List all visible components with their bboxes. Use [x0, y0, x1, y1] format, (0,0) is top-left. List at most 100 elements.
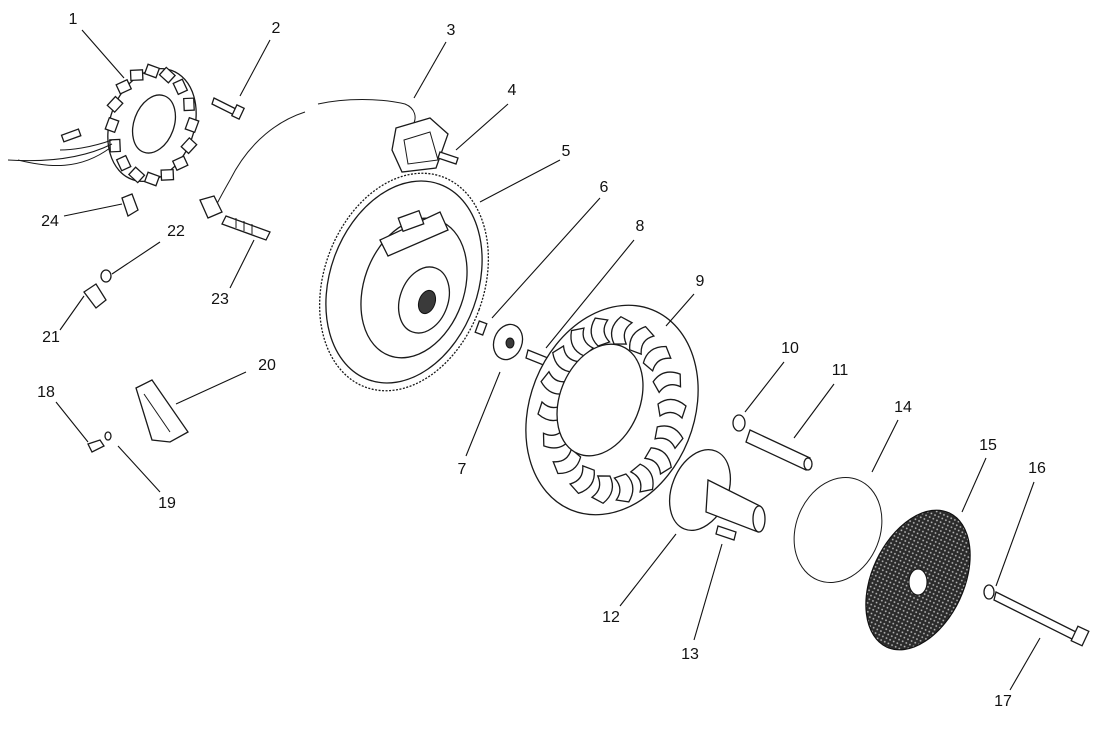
leader-5	[479, 159, 561, 203]
flywheel-part	[318, 172, 490, 392]
washer-part-16	[983, 584, 995, 600]
stator-tooth	[180, 136, 198, 155]
callout-9: 9	[696, 273, 705, 290]
callout-12: 12	[602, 609, 620, 626]
stator-tooth	[104, 116, 120, 134]
screw-part-4	[437, 151, 459, 165]
leader-2	[239, 39, 271, 97]
callout-1: 1	[69, 11, 78, 28]
fan-blade	[629, 325, 656, 356]
stator-tooth	[160, 168, 175, 181]
callout-13: 13	[681, 646, 699, 663]
bolt-part-17	[993, 591, 1090, 647]
stator-tooth	[143, 171, 161, 187]
leader-12	[619, 533, 677, 607]
leader-22	[111, 241, 161, 275]
fan-blade	[570, 327, 595, 357]
leader-16	[995, 481, 1035, 587]
stator-tooth	[106, 95, 124, 114]
screen-part	[865, 509, 971, 651]
leader-19	[117, 445, 161, 493]
leader-1	[81, 29, 125, 79]
leader-15	[961, 457, 987, 513]
leader-lines	[55, 29, 1041, 691]
callout-8: 8	[636, 218, 645, 235]
callout-23: 23	[211, 291, 229, 308]
fan-blade	[552, 447, 582, 475]
callout-24: 24	[41, 213, 59, 230]
leader-6	[491, 197, 601, 319]
bracket-part	[135, 379, 189, 443]
callout-2: 2	[272, 20, 281, 37]
leader-21	[59, 295, 85, 331]
leader-8	[545, 239, 635, 349]
fan-blade	[610, 315, 634, 345]
leader-20	[175, 371, 247, 405]
callout-3: 3	[447, 22, 456, 39]
fan-blade	[552, 344, 581, 373]
screw-part-13	[715, 525, 737, 541]
stator-tooth	[143, 63, 161, 79]
leader-14	[871, 419, 899, 473]
hub-part	[668, 449, 766, 533]
callout-22: 22	[167, 223, 185, 240]
clip-part-24	[121, 193, 139, 217]
stator-tooth	[109, 138, 121, 153]
callout-18: 18	[37, 384, 55, 401]
leader-10	[744, 361, 785, 413]
callout-5: 5	[562, 143, 571, 160]
screw-part-18	[87, 439, 105, 453]
callout-11: 11	[832, 362, 849, 379]
leader-9	[665, 293, 695, 327]
clip-part	[83, 283, 107, 309]
leader-17	[1009, 637, 1041, 691]
stator-tooth	[158, 66, 177, 84]
callout-19: 19	[158, 495, 176, 512]
callout-6: 6	[600, 179, 609, 196]
leader-13	[693, 543, 723, 641]
callout-20: 20	[258, 357, 276, 374]
leader-23	[229, 239, 255, 289]
fan-blade	[590, 317, 611, 347]
fan-blade	[568, 464, 595, 495]
washer-part-10	[732, 414, 746, 432]
washer-part-7	[492, 323, 524, 361]
callout-15: 15	[979, 437, 997, 454]
key-part	[474, 320, 488, 336]
callout-7: 7	[458, 461, 467, 478]
fan-blade	[657, 398, 687, 420]
cooling-fan-part	[525, 304, 699, 516]
fan-blade	[629, 463, 654, 493]
fan-blade	[613, 473, 634, 503]
stator-tooth	[171, 155, 189, 172]
fan-blade	[642, 345, 672, 373]
leader-7	[465, 371, 501, 457]
snap-ring-part	[793, 477, 883, 583]
leader-3	[413, 41, 447, 99]
leader-18	[55, 401, 89, 443]
callout-16: 16	[1028, 460, 1046, 477]
callout-17: 17	[994, 693, 1012, 710]
ignition-coil-part	[199, 99, 449, 219]
callout-21: 21	[42, 329, 60, 346]
leader-24	[63, 203, 123, 217]
callout-10: 10	[781, 340, 799, 357]
o-ring-part	[100, 269, 112, 283]
spark-plug-part	[221, 215, 271, 241]
callout-labels: 1 2 3 4 5 6 7 8 9 10 11 12 13 14 15 16 1…	[37, 11, 1046, 710]
fan-blade	[590, 475, 614, 505]
leader-4	[455, 103, 509, 151]
fan-blade	[654, 425, 684, 450]
leader-11	[793, 383, 835, 439]
callout-14: 14	[894, 399, 912, 416]
screw-part-2	[211, 97, 246, 120]
stator-tooth	[129, 69, 144, 82]
stator-part	[7, 63, 200, 187]
callout-4: 4	[508, 82, 517, 99]
stator-tooth	[115, 154, 132, 172]
stator-tooth	[115, 78, 133, 95]
stator-tooth	[183, 97, 195, 112]
fan-blade	[652, 371, 682, 394]
stator-tooth	[127, 166, 146, 184]
